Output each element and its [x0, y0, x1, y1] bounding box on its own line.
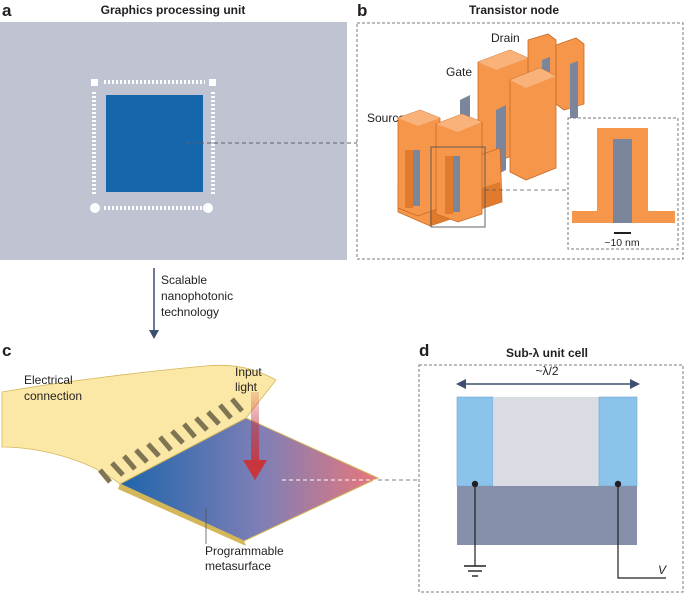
panel-a: a Graphics processing unit	[0, 1, 357, 260]
input-light-arrowhead	[243, 460, 267, 480]
wire-voltage	[617, 484, 666, 579]
dimension-arrow-left	[456, 379, 466, 389]
input-light-beam	[251, 392, 259, 462]
label-input-1: Input	[235, 365, 262, 379]
panel-c: c Electrical connection Input	[1, 341, 420, 573]
active-layer	[493, 397, 599, 486]
voltage-label: V	[658, 563, 667, 577]
label-metasurface-2: metasurface	[205, 559, 271, 573]
transistor-structure	[397, 33, 585, 227]
panel-b-title: Transistor node	[469, 3, 559, 17]
panel-b-letter: b	[357, 1, 367, 20]
label-input-2: light	[235, 380, 258, 394]
gpu-pads	[90, 79, 216, 213]
scale-arrow: Scalable nanophotonic technology	[149, 268, 233, 339]
panel-d-letter: d	[419, 341, 429, 360]
label-metasurface-1: Programmable	[205, 544, 284, 558]
substrate	[457, 486, 637, 545]
zoom-box	[430, 146, 486, 228]
panel-b-frame	[356, 22, 684, 260]
metasurface-edge	[118, 484, 246, 546]
label-electrical-1: Electrical	[24, 373, 73, 387]
arrow-caption-3: technology	[161, 305, 219, 319]
panel-a-title: Graphics processing unit	[101, 3, 246, 17]
panel-d-frame	[418, 364, 684, 593]
scale-label: ~10 nm	[604, 237, 640, 249]
label-drain: Drain	[491, 31, 520, 45]
metasurface	[118, 417, 380, 542]
dimension-label: ~λ/2	[535, 364, 558, 378]
dimension-arrow-right	[630, 379, 640, 389]
arrow-caption-1: Scalable	[161, 273, 207, 287]
panel-d-title: Sub-λ unit cell	[506, 346, 588, 360]
panel-c-letter: c	[2, 341, 11, 360]
panel-a-letter: a	[2, 1, 12, 20]
panel-d: d Sub-λ unit cell ~λ/2 V	[378, 341, 684, 593]
panel-b: b Transistor node Drain Gate Source	[356, 1, 684, 260]
fin-inset: ~10 nm	[567, 117, 679, 250]
ribbon-cable	[1, 364, 277, 485]
electrode-right	[598, 396, 638, 487]
electrode-stripes	[98, 397, 244, 484]
label-electrical-2: connection	[24, 389, 82, 403]
ground-icon	[464, 565, 486, 577]
electrode-left	[456, 396, 494, 487]
arrow-caption-2: nanophotonic	[161, 289, 233, 303]
label-source: Source	[367, 111, 405, 125]
label-gate: Gate	[446, 65, 472, 79]
